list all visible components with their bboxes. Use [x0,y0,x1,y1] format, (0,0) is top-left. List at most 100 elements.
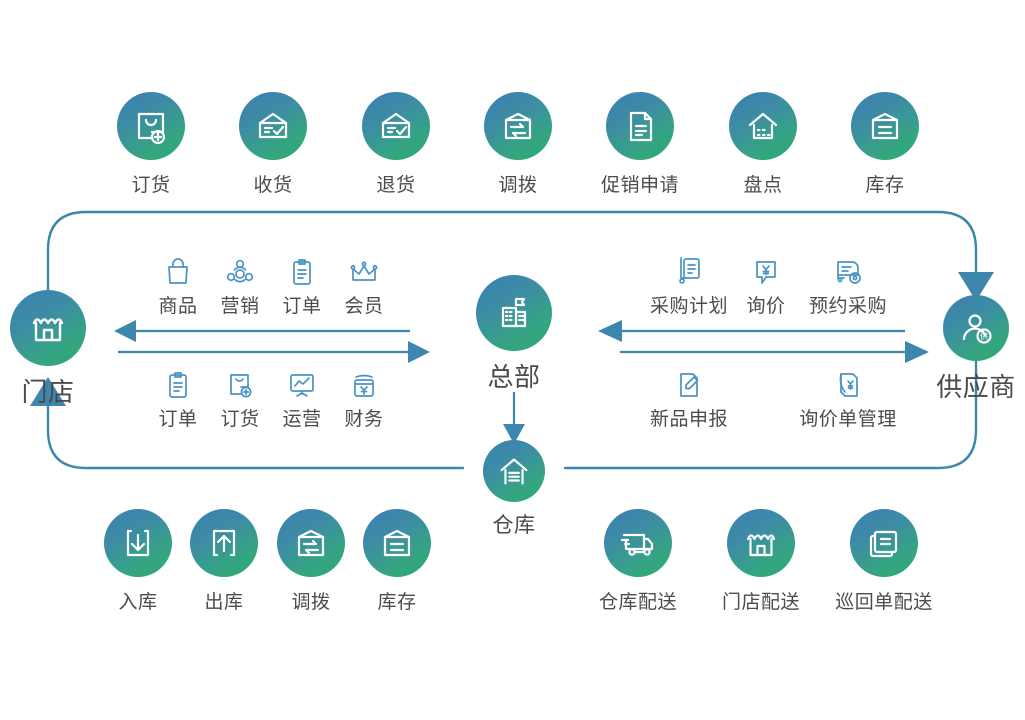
node-store[interactable]: 门店 [0,290,108,409]
scheduled-purchase-icon [832,253,864,287]
bottom-right-item-2[interactable]: 巡回单配送 [824,509,944,614]
top-row-label-4: 促销申请 [600,175,679,196]
bottom-left-item-1[interactable]: 出库 [164,509,284,614]
marketing-group-icon [225,253,255,287]
bottom-right-label-1: 门店配送 [721,592,800,613]
outer-loop-bottom-path-left [46,404,465,470]
store-hq-upper-label-0: 商品 [158,296,198,317]
order-clipboard-icon [166,366,190,400]
top-row-label-3: 调拨 [498,175,538,196]
order-goods-icon [117,92,185,160]
node-store-label: 门店 [21,377,75,407]
bottom-left-item-3[interactable]: 库存 [337,509,457,614]
top-row-label-2: 退货 [376,175,416,196]
inventory-box-icon [363,509,431,577]
hq-supplier-lower-label-0: 新品申报 [649,409,728,430]
office-building-icon [476,275,552,351]
order-goods-icon [226,366,254,400]
store-hq-upper-item-2[interactable]: 订单 [259,253,345,318]
store-hq-lower-label-1: 订货 [220,409,260,430]
bottom-left-label-2: 调拨 [291,592,331,613]
supplier-person-icon: 供 [943,295,1009,361]
store-hq-lower-item-2[interactable]: 运营 [259,366,345,431]
top-row-item-1[interactable]: 收货 [213,92,333,197]
hq-supplier-lower-item-1[interactable]: 询价单管理 [790,366,906,431]
top-row-label-1: 收货 [253,175,293,196]
outer-loop-bottom-arrowhead [30,377,66,406]
bottom-right-label-0: 仓库配送 [598,592,677,613]
bottom-left-label-3: 库存 [377,592,417,613]
top-row-item-4[interactable]: 促销申请 [580,92,700,197]
delivery-truck-icon [604,509,672,577]
store-hq-upper-label-3: 会员 [344,296,384,317]
hq-supplier-upper-label-0: 采购计划 [649,296,728,317]
store-hq-lower-label-3: 财务 [344,409,384,430]
outbound-arrow-up-icon [190,509,258,577]
top-row-label-5: 盘点 [743,175,783,196]
store-hq-lower-item-1[interactable]: 订货 [197,366,283,431]
top-row-item-5[interactable]: 盘点 [703,92,823,197]
store-hq-lower-item-3[interactable]: 财务 [321,366,407,431]
hq-supplier-upper-arrowhead [598,320,622,342]
store-hq-lower-arrowhead [408,341,430,363]
store-hq-upper-item-1[interactable]: 营销 [197,253,283,318]
stocktake-house-icon [729,92,797,160]
top-row-item-0[interactable]: 订货 [91,92,211,197]
bottom-left-label-1: 出库 [204,592,244,613]
bottom-left-item-2[interactable]: 调拨 [251,509,371,614]
store-hq-upper-label-1: 营销 [220,296,260,317]
hq-supplier-upper-item-0[interactable]: 采购计划 [641,253,737,318]
operations-chart-icon [287,366,317,400]
finance-yen-icon [350,366,378,400]
node-supplier[interactable]: 供 供应商 [916,295,1025,404]
hq-supplier-upper-label-2: 预约采购 [808,296,887,317]
bottom-left-item-0[interactable]: 入库 [78,509,198,614]
hq-supplier-upper-item-2[interactable]: 预约采购 [798,253,898,318]
hq-supplier-lower-label-1: 询价单管理 [799,409,897,430]
order-clipboard-icon [290,253,314,287]
node-headquarters[interactable]: 总部 [454,275,574,394]
inquiry-sheet-manage-icon [834,366,862,400]
store-hq-lower-label-2: 运营 [282,409,322,430]
new-product-declare-icon [675,366,703,400]
price-inquiry-icon [752,253,780,287]
node-supplier-label: 供应商 [936,372,1016,402]
hq-supplier-upper-label-1: 询价 [746,296,786,317]
member-crown-icon [349,253,379,287]
outer-loop-top-arrowhead [958,272,994,301]
purchase-plan-icon [674,253,704,287]
top-row-item-3[interactable]: 调拨 [458,92,578,197]
store-hq-lower-label-0: 订单 [158,409,198,430]
node-warehouse-label: 仓库 [492,514,536,537]
hq-warehouse-arrowhead [503,424,525,444]
outer-loop-top-path [46,210,978,292]
top-row-label-0: 订货 [131,175,171,196]
bottom-right-label-2: 巡回单配送 [835,592,933,613]
hq-supplier-upper-item-1[interactable]: 询价 [733,253,799,318]
route-sheet-delivery-icon [850,509,918,577]
bottom-right-item-0[interactable]: 仓库配送 [578,509,698,614]
svg-text:供: 供 [980,331,988,341]
receive-goods-icon [239,92,307,160]
store-hq-upper-item-0[interactable]: 商品 [135,253,221,318]
top-row-item-2[interactable]: 退货 [336,92,456,197]
warehouse-icon [483,440,545,502]
storefront-icon [10,290,86,366]
bottom-right-item-1[interactable]: 门店配送 [701,509,821,614]
outer-loop-bottom-path-right [563,358,978,470]
store-hq-upper-item-3[interactable]: 会员 [321,253,407,318]
inventory-box-icon [851,92,919,160]
transfer-box-icon [277,509,345,577]
hq-supplier-lower-item-0[interactable]: 新品申报 [641,366,737,431]
store-hq-lower-item-0[interactable]: 订单 [135,366,221,431]
top-row-item-6[interactable]: 库存 [825,92,945,197]
inbound-arrow-down-icon [104,509,172,577]
node-warehouse[interactable]: 仓库 [454,440,574,539]
store-hq-upper-arrowhead [114,320,136,342]
store-hq-upper-label-2: 订单 [282,296,322,317]
return-goods-icon [362,92,430,160]
promotion-document-icon [606,92,674,160]
top-row-label-6: 库存 [865,175,905,196]
